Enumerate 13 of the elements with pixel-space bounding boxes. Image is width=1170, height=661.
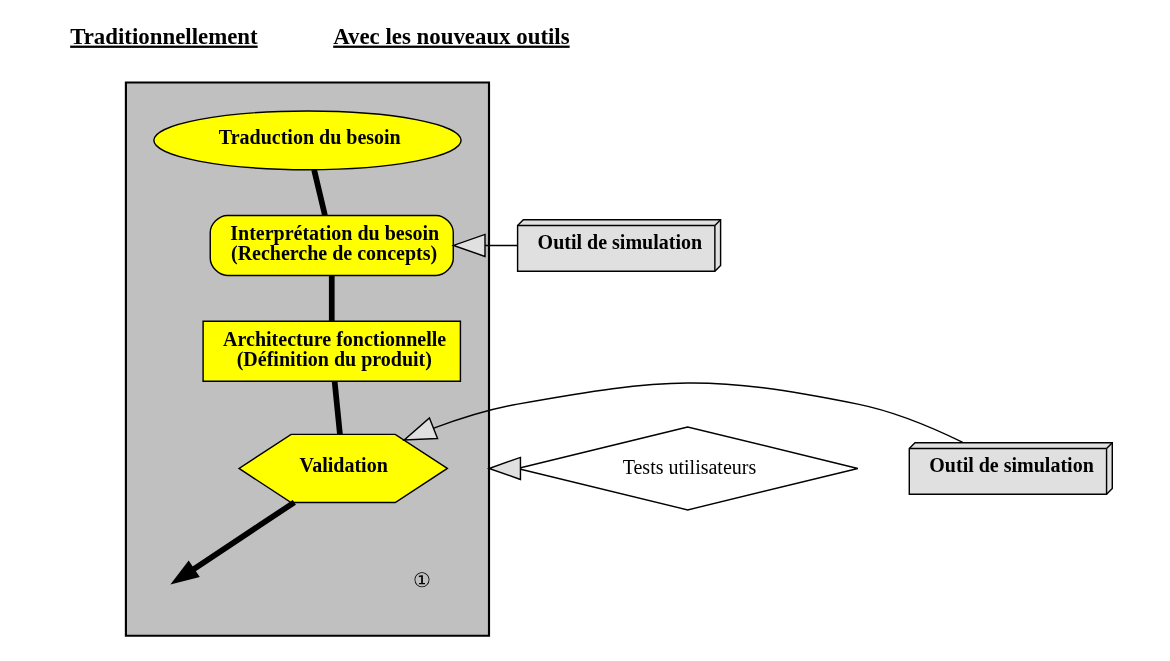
arrow <box>169 499 296 585</box>
connector <box>331 381 343 435</box>
cluster <box>124 81 490 637</box>
connector <box>328 275 335 321</box>
node-ellipse: Traduction du besoin <box>152 110 462 171</box>
label: Traditionnellement <box>69 23 258 49</box>
label: Avec les nouveaux outils <box>332 23 570 49</box>
arrow <box>450 233 518 258</box>
arrow <box>401 382 963 444</box>
label: ① <box>412 568 431 591</box>
node-box: Interprétation du besoin (Recherche de concepts) <box>209 214 454 277</box>
node-box: Architecture fonctionnelle (Définition du produit) <box>201 320 461 382</box>
connector <box>310 169 328 217</box>
